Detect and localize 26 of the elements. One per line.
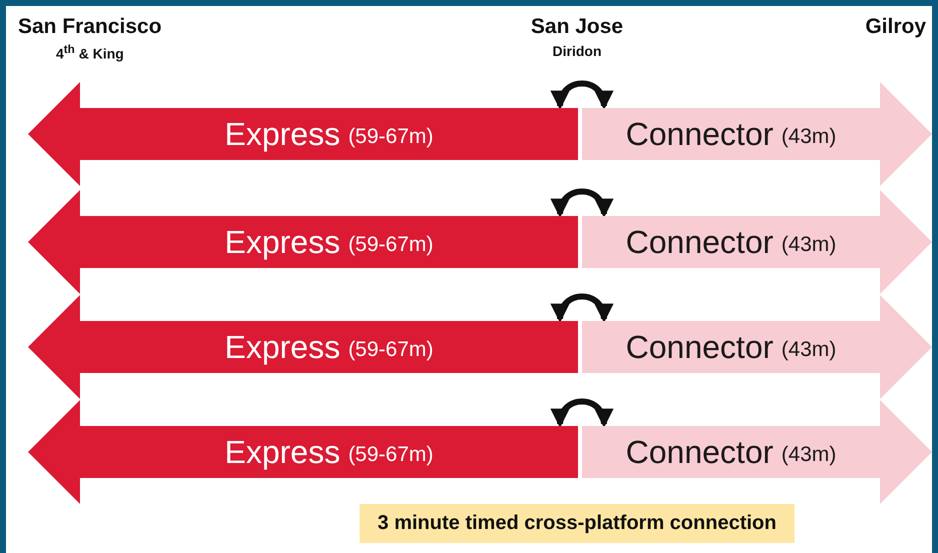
travel-time: (59-67m) (348, 233, 434, 257)
service-name: Connector (626, 116, 774, 152)
service-name: Express (224, 328, 340, 366)
curved-transfer-arrow (552, 80, 612, 110)
travel-time: (43m) (781, 443, 836, 467)
travel-time: (59-67m) (348, 338, 434, 362)
service-name: Express (224, 434, 340, 470)
station-name: San Jose (530, 15, 624, 39)
service-name: Connector (626, 434, 774, 470)
station-detail: 4$^{th}$ & King (56, 43, 124, 62)
curved-transfer-arrow (552, 398, 612, 428)
curved-transfer-arrow (552, 188, 612, 218)
travel-time: (59-67m) (348, 443, 434, 467)
service-name: Connector (626, 224, 774, 260)
service-name: Express (224, 224, 340, 260)
travel-time: (43m) (781, 233, 836, 257)
station-name: San Francisco (18, 15, 162, 39)
travel-time: (43m) (781, 338, 836, 362)
service-name: Express (224, 116, 340, 152)
note-banner: 3 minute timed cross-platform connection (360, 504, 794, 543)
travel-time: (43m) (781, 125, 836, 149)
station-detail: Diridon (552, 43, 602, 59)
curved-transfer-arrow (552, 294, 612, 323)
service-name: Connector (626, 328, 774, 366)
travel-time: (59-67m) (348, 125, 434, 149)
station-name: Gilroy (865, 15, 926, 39)
